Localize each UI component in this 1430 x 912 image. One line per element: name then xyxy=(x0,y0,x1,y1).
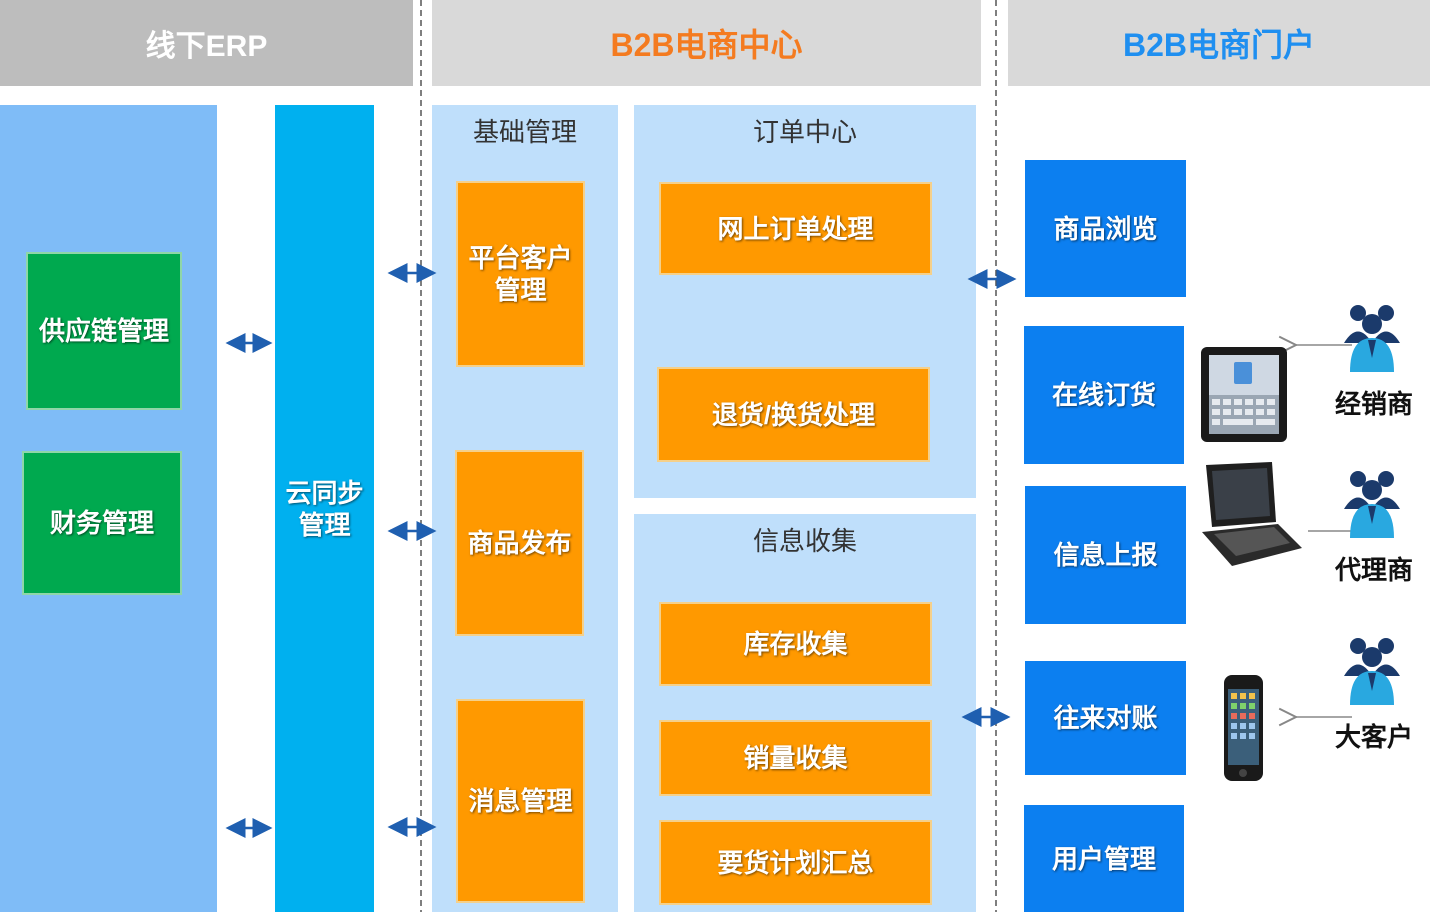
erp-header: 线下ERP xyxy=(0,0,413,86)
supply-chain-label: 供应链管理 xyxy=(38,316,169,346)
platform-customer-block[interactable]: 平台客户 管理 xyxy=(456,181,585,367)
inventory-block[interactable]: 库存收集 xyxy=(659,602,932,686)
product-publish-label: 商品发布 xyxy=(467,528,572,558)
browse-block[interactable]: 商品浏览 xyxy=(1025,160,1186,297)
online-ordering-block[interactable]: 在线订货 xyxy=(1024,326,1184,464)
supply-chain-block[interactable]: 供应链管理 xyxy=(26,252,182,410)
inventory-label: 库存收集 xyxy=(743,629,848,659)
agent-label: 代理商 xyxy=(1334,555,1413,585)
finance-block[interactable]: 财务管理 xyxy=(22,451,182,595)
b2b-center-header: B2B电商中心 xyxy=(432,0,981,86)
laptop-icon xyxy=(1202,462,1302,566)
cloud-sync-label: 云同步 管理 xyxy=(285,477,364,540)
key-account-people-icon xyxy=(1344,638,1400,705)
dealer-label: 经销商 xyxy=(1334,389,1413,419)
product-publish-block[interactable]: 商品发布 xyxy=(455,450,584,636)
online-order-label: 网上订单处理 xyxy=(717,213,874,244)
return-exchange-block[interactable]: 退货/换货处理 xyxy=(657,367,930,462)
key-account-label: 大客户 xyxy=(1334,722,1413,752)
cloud-sync-column[interactable]: 云同步 管理 xyxy=(275,105,374,912)
info-report-block[interactable]: 信息上报 xyxy=(1025,486,1186,624)
sales-label: 销量收集 xyxy=(743,743,848,773)
plan-summary-label: 要货计划汇总 xyxy=(717,847,874,878)
b2b-portal-header: B2B电商门户 xyxy=(1008,0,1430,86)
agent-people-icon xyxy=(1344,471,1400,538)
basic-panel-title: 基础管理 xyxy=(472,117,577,147)
order-panel-title: 订单中心 xyxy=(752,117,857,147)
info-panel-title: 信息收集 xyxy=(752,526,857,556)
platform-customer-label: 平台客户 管理 xyxy=(468,243,573,305)
user-mgmt-block[interactable]: 用户管理 xyxy=(1024,805,1184,912)
dealer-people-icon xyxy=(1344,305,1400,372)
b2b-portal-title: B2B电商门户 xyxy=(1122,27,1316,63)
online-order-block[interactable]: 网上订单处理 xyxy=(659,182,932,275)
reconciliation-label: 往来对账 xyxy=(1053,703,1158,733)
message-mgmt-block[interactable]: 消息管理 xyxy=(456,699,585,903)
plan-summary-block[interactable]: 要货计划汇总 xyxy=(659,820,932,905)
reconciliation-block[interactable]: 往来对账 xyxy=(1025,661,1186,775)
user-mgmt-label: 用户管理 xyxy=(1051,843,1156,874)
return-exchange-label: 退货/换货处理 xyxy=(711,399,876,430)
message-mgmt-label: 消息管理 xyxy=(468,786,573,816)
tablet-icon xyxy=(1201,347,1287,442)
b2b-center-title: B2B电商中心 xyxy=(610,27,803,63)
info-report-label: 信息上报 xyxy=(1053,540,1158,570)
phone-icon xyxy=(1224,675,1263,781)
erp-header-title: 线下ERP xyxy=(145,30,268,63)
browse-label: 商品浏览 xyxy=(1053,213,1158,244)
finance-label: 财务管理 xyxy=(49,508,154,538)
online-ordering-label: 在线订货 xyxy=(1051,380,1156,410)
sales-block[interactable]: 销量收集 xyxy=(659,720,932,796)
